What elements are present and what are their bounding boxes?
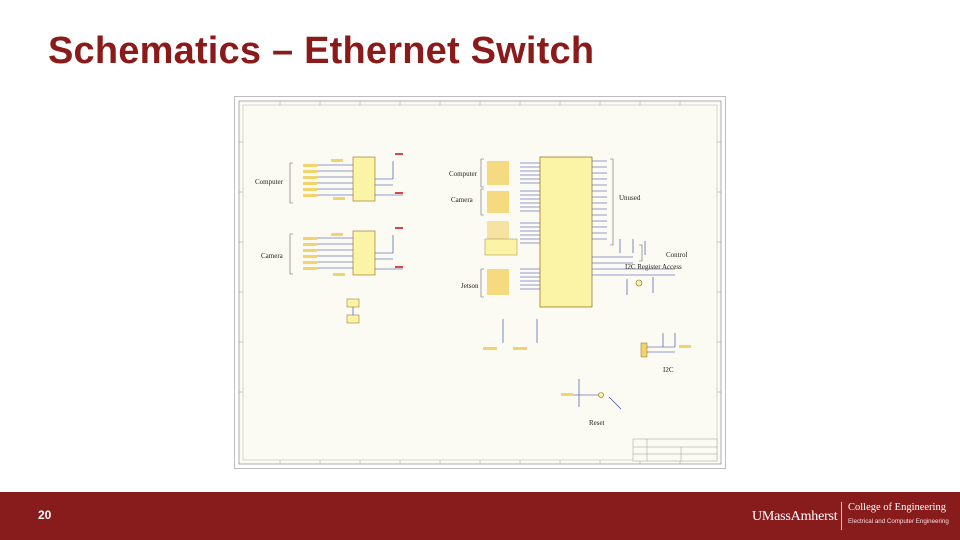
college-name: College of Engineering (848, 502, 946, 513)
reset-circuit (561, 379, 622, 410)
crystal-part (346, 298, 360, 324)
label-computer-left: Computer (255, 178, 284, 186)
label-jetson: Jetson (461, 282, 479, 290)
label-camera-left: Camera (261, 252, 284, 260)
schematic-image: Computer Camera (234, 96, 726, 469)
label-reset: Reset (589, 419, 605, 427)
slide-title: Schematics – Ethernet Switch (48, 30, 595, 72)
umass-logo: UMassAmherst College of Engineering Elec… (752, 500, 960, 532)
transformer-ic-2 (352, 230, 376, 276)
schematic-sheet (238, 100, 722, 465)
computer-port-left (289, 153, 403, 204)
transformer-ic-1 (352, 156, 376, 202)
title-block (632, 438, 718, 462)
label-computer-right: Computer (449, 170, 478, 178)
switch-ic (480, 156, 675, 308)
label-i2c-register-access: I2C Register Access (625, 263, 682, 271)
camera-port-left (289, 227, 403, 276)
i2c-circuit (640, 333, 691, 358)
footer-band: 20 UMassAmherst College of Engineering E… (0, 492, 960, 540)
jetson-passives (483, 319, 538, 350)
note-box (484, 238, 518, 256)
label-i2c: I2C (663, 366, 674, 374)
label-control: Control (666, 251, 687, 259)
page-number: 20 (38, 508, 52, 522)
department-name: Electrical and Computer Engineering (848, 518, 949, 525)
brand-divider (841, 502, 842, 530)
brand-name: UMassAmherst (752, 509, 838, 524)
label-camera-right: Camera (451, 196, 474, 204)
label-unused: Unused (619, 194, 641, 202)
control-circuit (619, 239, 654, 295)
